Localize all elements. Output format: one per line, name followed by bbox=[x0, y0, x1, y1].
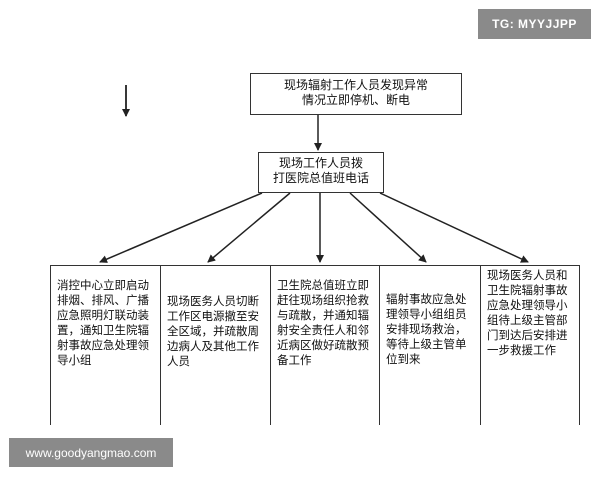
branch-box-3: 卫生院总值班立即赶往现场组织抢救与疏散，并通知辐射安全责任人和邻近病区做好疏散预… bbox=[270, 265, 379, 425]
branch-text-2: 现场医务人员切断工作区电源撤至安全区域，并疏散周边病人及其他工作人员 bbox=[167, 294, 259, 368]
middle-step-text: 现场工作人员拨 打医院总值班电话 bbox=[272, 156, 369, 185]
branch-box-1: 消控中心立即启动排烟、排风、广播应急照明灯联动装置，通知卫生院辐射事故应急处理领… bbox=[50, 265, 160, 425]
arrow-branch-2 bbox=[207, 192, 291, 263]
branch-text-5: 现场医务人员和卫生院辐射事故应急处理领导小组待上级主管部门到达后安排进一步救援工… bbox=[487, 268, 568, 357]
middle-to-branch-arrows bbox=[99, 192, 529, 263]
arrow-branch-1 bbox=[99, 192, 263, 263]
top-step-box: 现场辐射工作人员发现异常 情况立即停机、断电 bbox=[250, 73, 462, 115]
middle-step-box: 现场工作人员拨 打医院总值班电话 bbox=[258, 152, 384, 193]
watermark-badge-bottom: www.goodyangmao.com bbox=[9, 438, 173, 467]
top-step-text: 现场辐射工作人员发现异常 情况立即停机、断电 bbox=[283, 78, 428, 107]
branch-box-5: 现场医务人员和卫生院辐射事故应急处理领导小组待上级主管部门到达后安排进一步救援工… bbox=[480, 265, 580, 425]
branch-box-2: 现场医务人员切断工作区电源撤至安全区域，并疏散周边病人及其他工作人员 bbox=[160, 265, 270, 425]
branch-text-1: 消控中心立即启动排烟、排风、广播应急照明灯联动装置，通知卫生院辐射事故应急处理领… bbox=[57, 278, 149, 367]
arrow-branch-4 bbox=[349, 192, 427, 263]
watermark-badge-top: TG: MYYJJPP bbox=[478, 9, 591, 39]
branch-box-4: 辐射事故应急处理领导小组组员安排现场救治，等待上级主管单位到来 bbox=[379, 265, 480, 425]
branch-text-4: 辐射事故应急处理领导小组组员安排现场救治，等待上级主管单位到来 bbox=[386, 292, 467, 366]
branch-text-3: 卫生院总值班立即赶往现场组织抢救与疏散，并通知辐射安全责任人和邻近病区做好疏散预… bbox=[277, 278, 369, 367]
arrow-branch-5 bbox=[379, 192, 529, 263]
